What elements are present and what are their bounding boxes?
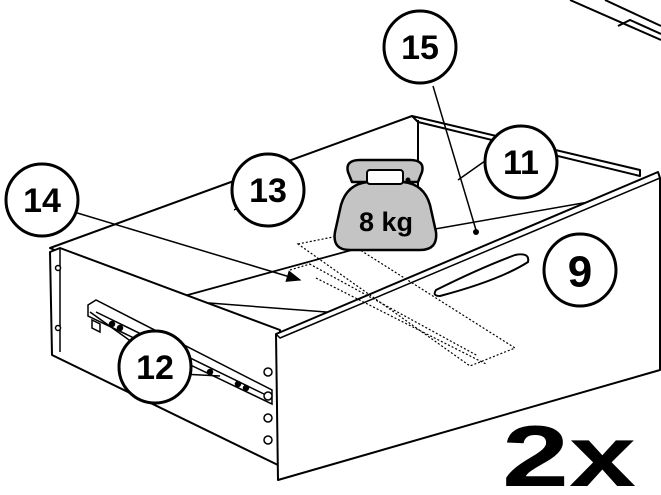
screw-holes [54, 264, 273, 445]
callout-15-label: 15 [401, 29, 439, 67]
callout-13-label: 13 [249, 172, 287, 210]
quantity-label: 2x [502, 409, 636, 495]
callout-12: 12 [117, 329, 193, 405]
callout-14: 14 [4, 162, 80, 238]
callout-11-label: 11 [503, 144, 539, 182]
weight-label: 8 kg [359, 207, 413, 237]
callout-11: 11 [483, 124, 559, 200]
load-footprint [289, 235, 517, 367]
drawer-handle [433, 253, 530, 298]
callout-12-label: 12 [136, 349, 174, 387]
callout-13: 13 [230, 152, 306, 228]
callout-15: 15 [382, 9, 458, 85]
callout-9-label: 9 [568, 248, 592, 297]
callout-9: 9 [542, 232, 618, 308]
callout-14-label: 14 [23, 182, 61, 220]
adjacent-part-corner [569, 0, 661, 41]
weight-8kg: 8 kg [333, 158, 438, 252]
